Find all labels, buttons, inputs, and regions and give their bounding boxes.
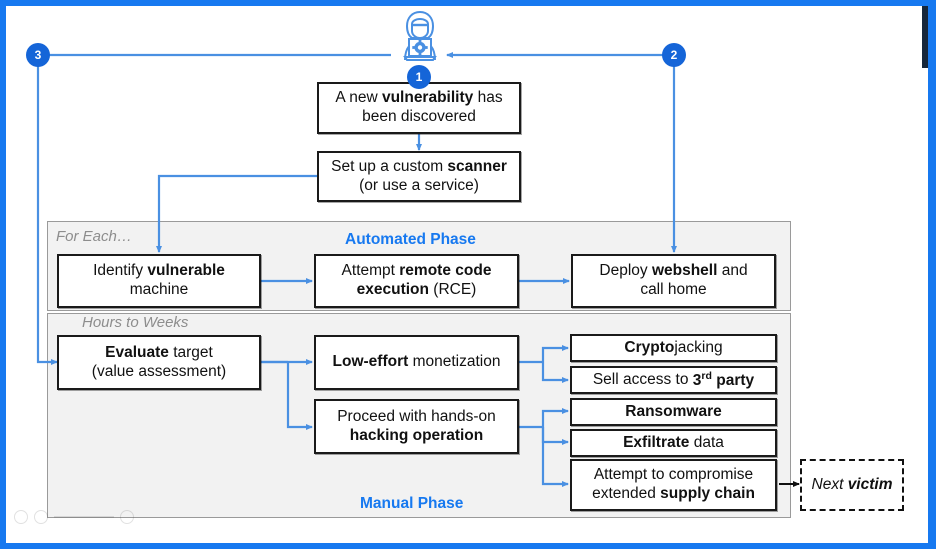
evaluate-text-line2: (value assessment): [91, 362, 227, 380]
for-each-note: For Each…: [56, 228, 132, 245]
wm-dot-3: [120, 510, 134, 524]
wm-dot-1: [14, 510, 28, 524]
node-remote-code-execution[interactable]: Attempt remote code execution (RCE): [314, 254, 519, 308]
vuln-text-c: has: [473, 89, 503, 107]
crypto-text-rest: jacking: [674, 338, 723, 356]
supply-text-line1: Attempt to compromise: [593, 466, 754, 484]
marker-2[interactable]: 2: [663, 44, 685, 66]
nextvictim-text-bold: victim: [847, 475, 893, 493]
scanner-text-bold: scanner: [447, 157, 507, 175]
right-dark-strip: [922, 6, 930, 68]
node-next-victim[interactable]: Next victim: [800, 459, 904, 511]
webshell-text-c: and: [717, 262, 748, 280]
supply-text-bold: supply chain: [660, 485, 755, 502]
automated-phase-title: Automated Phase: [345, 231, 476, 248]
right-blue-strip: [928, 0, 936, 549]
node-setup-scanner[interactable]: Set up a custom scanner (or use a servic…: [317, 151, 521, 202]
vuln-text-line2: been discovered: [362, 108, 476, 125]
handson-text-line1: Proceed with hands-on: [337, 407, 496, 425]
evaluate-text-c: target: [168, 343, 213, 361]
player-watermark: [14, 508, 134, 526]
handson-text-bold: hacking operation: [349, 426, 484, 444]
rce-text-a: Attempt: [341, 262, 400, 280]
node-hands-on-hacking[interactable]: Proceed with hands-on hacking operation: [314, 399, 519, 454]
vuln-text-bold: vulnerability: [381, 89, 474, 107]
sell-text-sup: rd: [701, 369, 712, 382]
node-low-effort-monetization[interactable]: Low-effort monetization: [314, 335, 519, 390]
vuln-text-a: A new: [335, 89, 382, 107]
nextvictim-text-pre: Next: [811, 475, 848, 493]
node-exfiltrate-data[interactable]: Exfiltrate data: [570, 429, 777, 457]
identify-text-a: Identify: [93, 262, 148, 280]
node-evaluate-target[interactable]: Evaluate target (value assessment): [57, 335, 261, 390]
marker-1[interactable]: 1: [408, 66, 430, 88]
loweffort-text-c: monetization: [408, 353, 501, 371]
scanner-text-a: Set up a custom: [331, 157, 448, 175]
node-cryptojacking[interactable]: Cryptojacking: [570, 334, 777, 362]
exfil-text-bold: Exfiltrate: [623, 433, 690, 451]
exfil-text-rest: data: [689, 433, 724, 451]
evaluate-text-bold: Evaluate: [105, 343, 169, 361]
scanner-text-line2: (or use a service): [359, 176, 479, 194]
node-identify-vulnerable-machine[interactable]: Identify vulnerable machine: [57, 254, 261, 308]
wm-dot-2: [34, 510, 48, 524]
supply-text-line2a: extended: [592, 485, 661, 502]
wm-bar: [54, 516, 114, 518]
webshell-text-a: Deploy: [599, 262, 652, 280]
node-supply-chain[interactable]: Attempt to compromise extended supply ch…: [570, 459, 777, 511]
identify-text-line2: machine: [129, 281, 189, 298]
node-sell-access[interactable]: Sell access to 3rd party: [570, 366, 777, 394]
rce-text-bold1: remote code: [399, 262, 492, 280]
webshell-text-line2: call home: [640, 281, 707, 298]
manual-phase-title: Manual Phase: [360, 495, 464, 512]
sell-text-num: 3: [692, 371, 702, 389]
webshell-text-bold: webshell: [651, 262, 718, 280]
ransomware-text-bold: Ransomware: [625, 402, 722, 420]
marker-3[interactable]: 3: [27, 44, 49, 66]
sell-text-after: party: [711, 371, 755, 389]
hours-to-weeks-note: Hours to Weeks: [82, 314, 189, 331]
node-ransomware[interactable]: Ransomware: [570, 398, 777, 426]
rce-text-bold2: execution: [356, 281, 429, 298]
rce-text-c: (RCE): [428, 281, 477, 298]
node-new-vulnerability[interactable]: A new vulnerability has been discovered: [317, 82, 521, 134]
loweffort-text-bold: Low-effort: [332, 353, 409, 371]
hacker-laptop-icon: [389, 8, 451, 72]
identify-text-bold: vulnerable: [147, 262, 225, 280]
node-deploy-webshell[interactable]: Deploy webshell and call home: [571, 254, 776, 308]
sell-text-pre: Sell access to: [592, 371, 693, 389]
crypto-text-bold: Crypto: [624, 338, 675, 356]
